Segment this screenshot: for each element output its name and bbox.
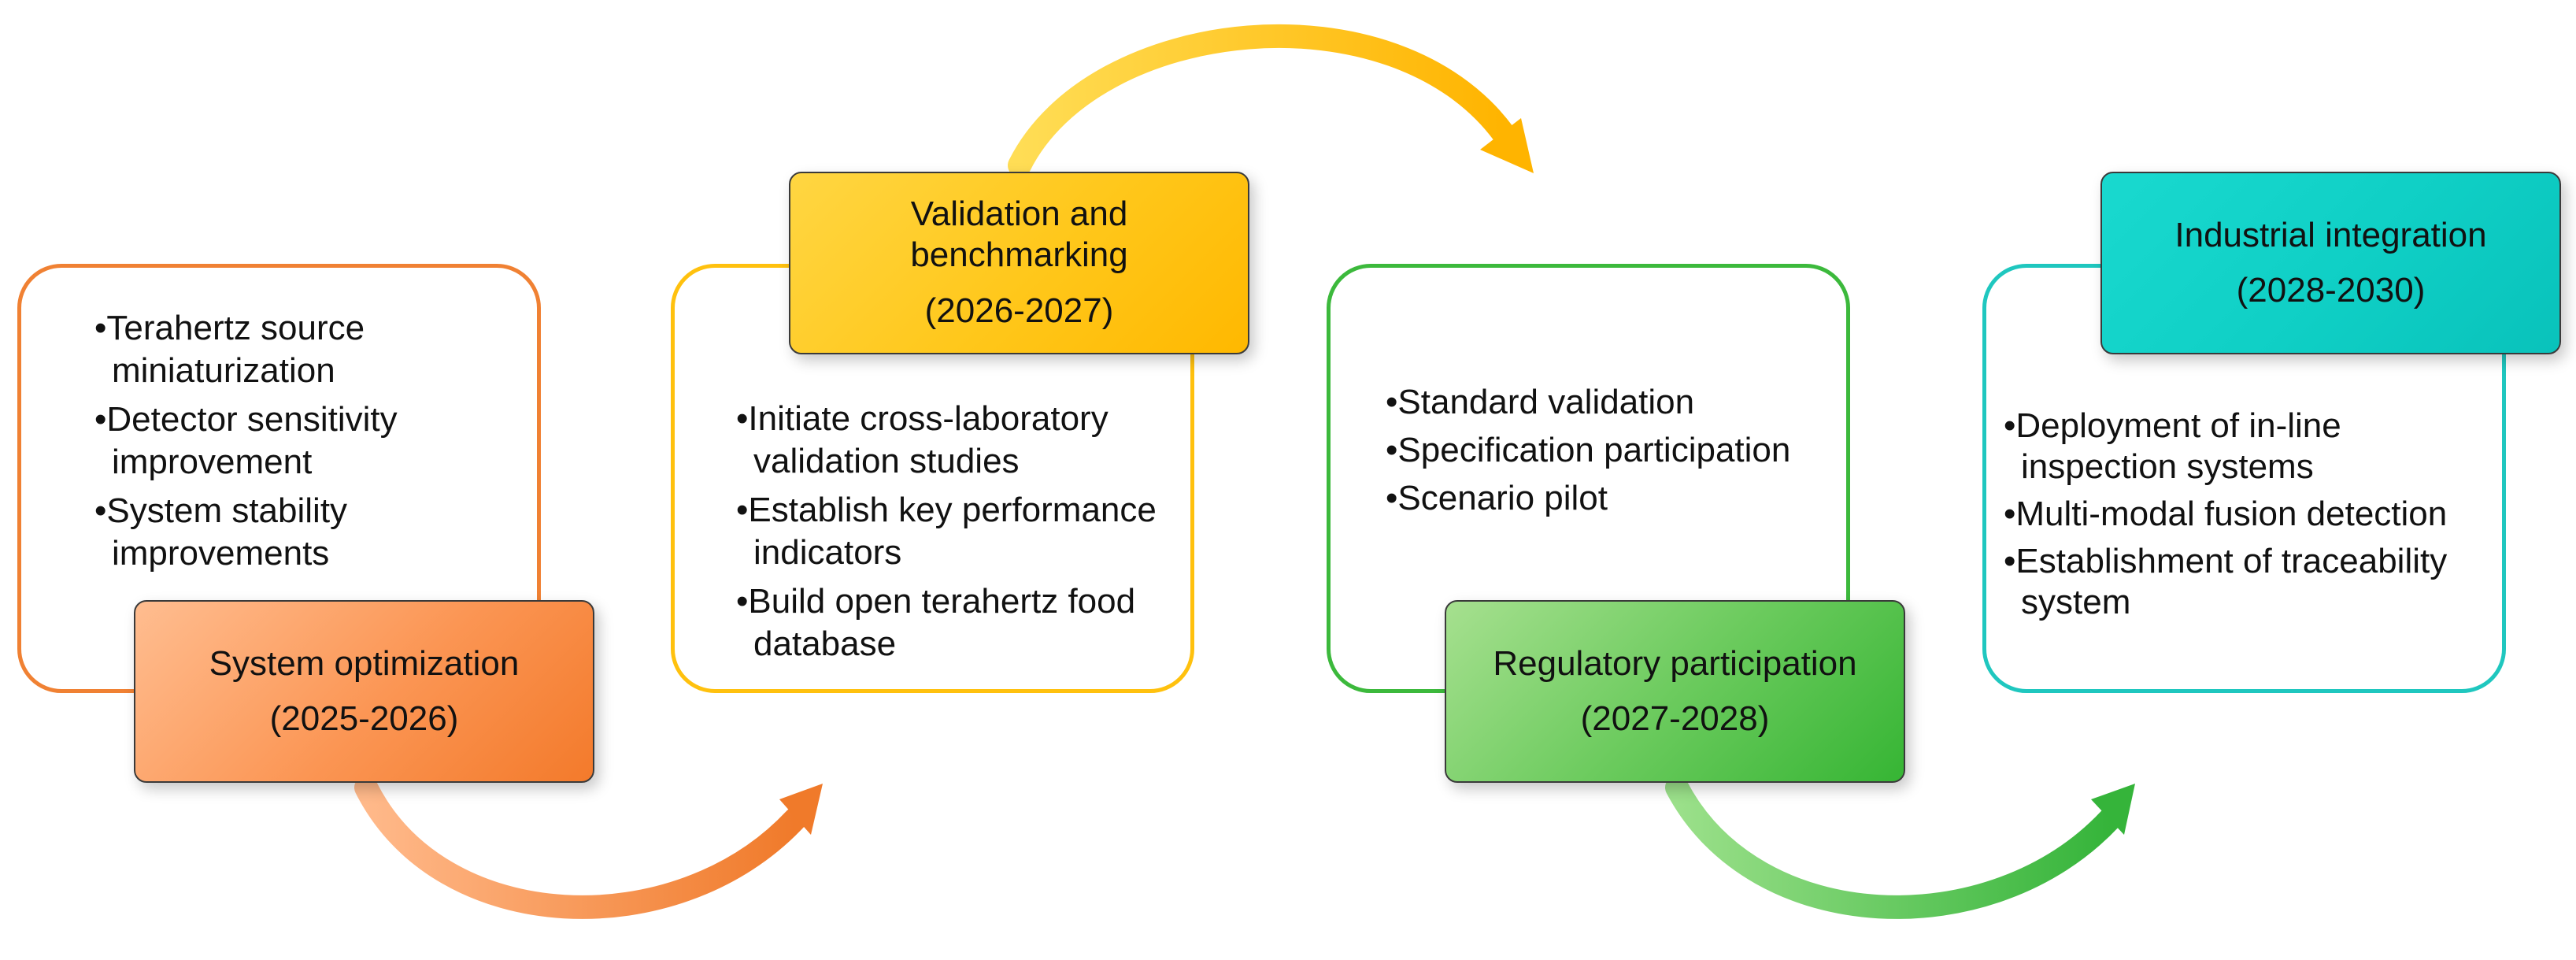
stage1-bullet: System stability improvements <box>94 490 504 575</box>
stage1-bullet: Detector sensitivity improvement <box>94 398 504 484</box>
stage3-bullet: Standard validation <box>1386 382 1842 423</box>
stage2-bullet: Establish key performance indicators <box>736 489 1177 574</box>
stage1-bullet: Terahertz source miniaturization <box>94 307 504 392</box>
stage2-years: (2026-2027) <box>924 291 1114 330</box>
stage2-bullets: Initiate cross-laboratory validation stu… <box>736 398 1177 672</box>
arrow-stage2-to-stage3 <box>1008 24 1534 177</box>
stage4-years: (2028-2030) <box>2236 271 2426 309</box>
stage4-bullets: Deployment of in-line inspection systems… <box>2004 406 2492 629</box>
arrow-stage1-to-stage2 <box>354 776 823 919</box>
stage1-bullets: Terahertz source miniaturization Detecto… <box>94 307 504 581</box>
stage3-bullet: Specification participation <box>1386 430 1842 471</box>
stage1-title: System optimization <box>209 644 520 683</box>
arrow-stage3-to-stage4 <box>1665 776 2135 919</box>
stage2-label: Validation and benchmarking (2026-2027) <box>789 172 1249 354</box>
stage3-years: (2027-2028) <box>1580 699 1770 738</box>
stage2-title: Validation and benchmarking <box>910 195 1128 274</box>
stage2-bullet: Initiate cross-laboratory validation stu… <box>736 398 1177 483</box>
stage3-bullets: Standard validation Specification partic… <box>1386 382 1842 525</box>
stage4-bullet: Deployment of in-line inspection systems <box>2004 406 2492 487</box>
stage3-bullet: Scenario pilot <box>1386 478 1842 519</box>
stage4-label: Industrial integration (2028-2030) <box>2100 172 2561 354</box>
stage3-label: Regulatory participation (2027-2028) <box>1445 600 1905 783</box>
stage1-label: System optimization (2025-2026) <box>134 600 594 783</box>
stage4-bullet: Multi-modal fusion detection <box>2004 494 2492 535</box>
stage2-bullet: Build open terahertz food database <box>736 580 1177 665</box>
stage3-title: Regulatory participation <box>1493 644 1857 683</box>
stage1-years: (2025-2026) <box>269 699 459 738</box>
stage4-bullet: Establishment of traceability system <box>2004 541 2492 623</box>
stage4-title: Industrial integration <box>2174 216 2487 254</box>
